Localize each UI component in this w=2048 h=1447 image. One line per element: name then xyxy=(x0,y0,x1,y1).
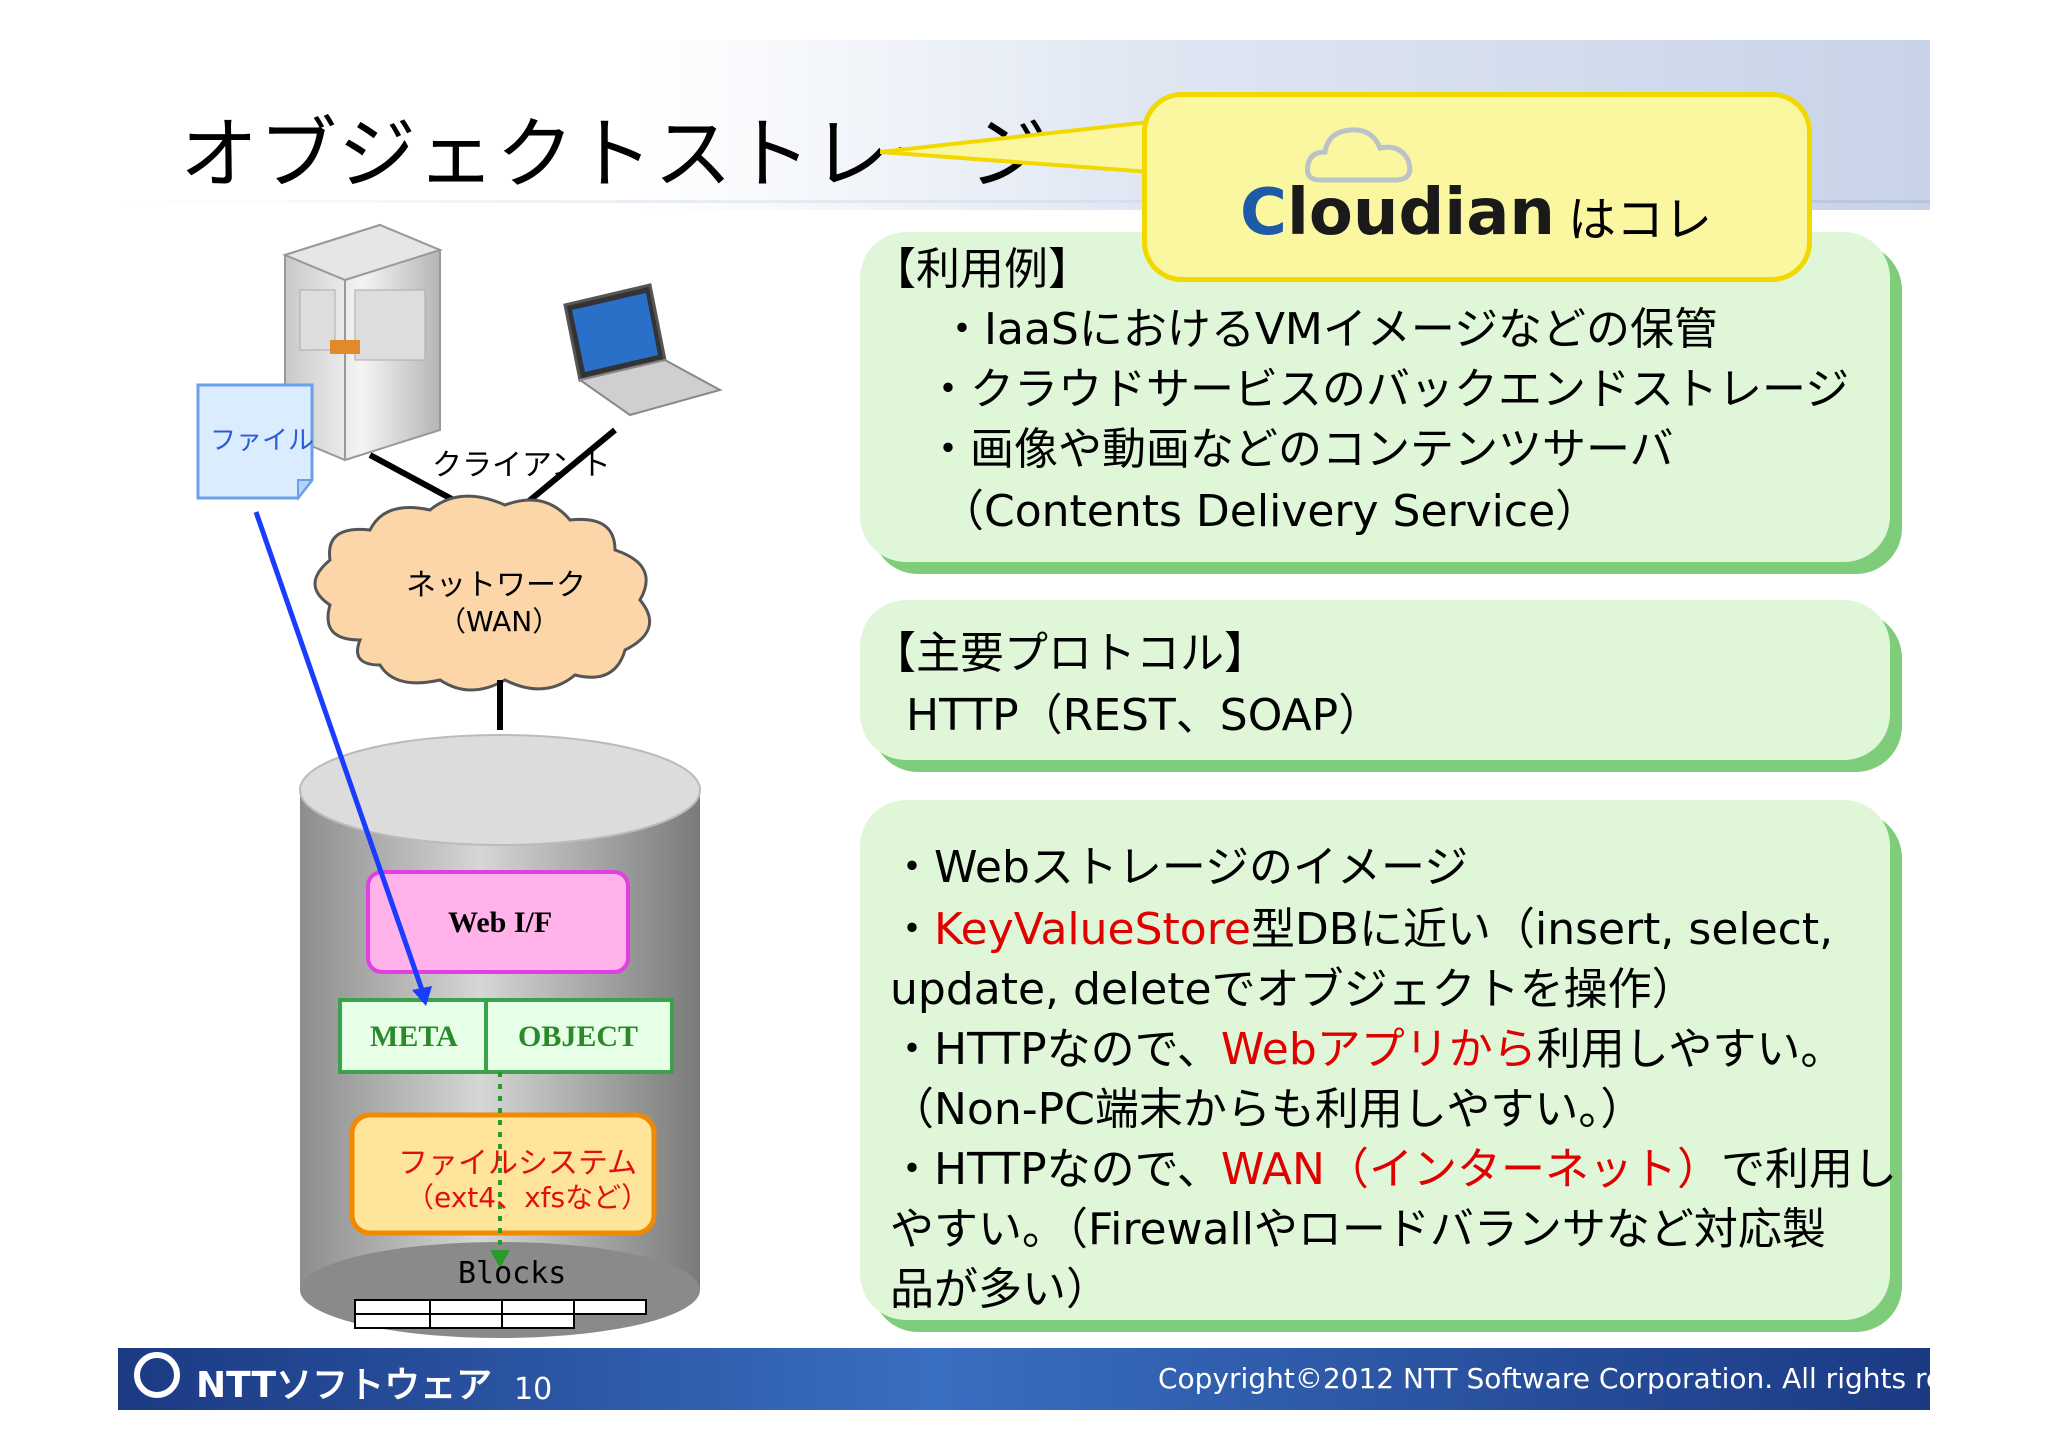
file-icon xyxy=(196,383,315,501)
cloudian-suffix: はコレ xyxy=(1568,192,1713,248)
feature-highlight: WAN（インターネット） xyxy=(1220,1144,1721,1195)
network-label: ネットワーク xyxy=(406,568,586,603)
network-sub-label: （WAN） xyxy=(438,605,561,638)
use-cases-panel xyxy=(860,232,1890,562)
cloudian-logo-c: C xyxy=(1240,176,1287,250)
feature-line-rest: 型DBに近い（insert, select, xyxy=(1250,904,1834,955)
filesystem-label: ファイルシステム xyxy=(398,1146,638,1181)
feature-highlight: KeyValueStore xyxy=(934,904,1251,955)
cloud-icon xyxy=(1305,127,1413,183)
use-case-item: ・クラウドサービスのバックエンドストレージ xyxy=(926,364,1850,415)
feature-line: ・HTTPなので、WAN（インターネット）で利用し xyxy=(890,1140,1897,1200)
feature-line-rest: 利用しやすい。 xyxy=(1536,1024,1845,1075)
feature-line-bullet: ・ xyxy=(890,904,934,955)
feature-line-rest: で利用し xyxy=(1720,1144,1897,1195)
client-label: クライアント xyxy=(432,448,611,483)
page-number: 10 xyxy=(514,1372,553,1407)
web-if-box xyxy=(366,870,630,974)
features-panel xyxy=(860,800,1890,1320)
use-case-item: ・画像や動画などのコンテンツサーバ xyxy=(926,424,1674,475)
header-rule xyxy=(118,200,1930,203)
use-case-item: ・IaaSにおけるVMイメージなどの保管 xyxy=(940,304,1719,355)
footer-bar xyxy=(118,1348,1930,1410)
laptop-icon xyxy=(563,283,723,417)
feature-line: ・KeyValueStore型DBに近い（insert, select, xyxy=(890,900,1833,960)
protocols-body: HTTP（REST、SOAP） xyxy=(906,690,1383,741)
storage-diagram xyxy=(196,223,723,1338)
callout-pointer xyxy=(880,119,1152,175)
data-flow-arrowhead xyxy=(490,1250,510,1268)
blocks-grid xyxy=(354,1299,647,1329)
feature-line: ・Webストレージのイメージ xyxy=(890,842,1469,893)
feature-line-prefix: ・HTTPなので、 xyxy=(890,1144,1221,1195)
filesystem-box xyxy=(349,1112,657,1236)
cloudian-logo: Cloudian xyxy=(1240,176,1555,250)
web-if-label: Web I/F xyxy=(448,906,553,939)
use-cases-heading: 【利用例】 xyxy=(872,244,1092,295)
filesystem-sub-label: （ext4、xfsなど） xyxy=(406,1181,650,1214)
footer-brand: NTTソフトウェア xyxy=(196,1365,493,1406)
object-box xyxy=(484,998,674,1074)
file-upload-arrowhead xyxy=(412,986,432,1006)
file-upload-arrow xyxy=(253,511,425,991)
use-case-item: （Contents Delivery Service） xyxy=(940,486,1600,537)
meta-label: META xyxy=(370,1020,458,1053)
feature-line: update, deleteでオブジェクトを操作） xyxy=(890,964,1696,1015)
feature-line: 品が多い） xyxy=(890,1264,1110,1315)
feature-line: やすい。（Firewallやロードバランサなど対応製 xyxy=(890,1204,1826,1255)
server-icon xyxy=(282,223,443,462)
protocols-panel xyxy=(860,600,1890,760)
feature-line-prefix: ・HTTPなので、 xyxy=(890,1024,1221,1075)
blocks-label: Blocks xyxy=(458,1256,567,1291)
protocols-heading: 【主要プロトコル】 xyxy=(872,628,1268,679)
network-cloud xyxy=(313,494,651,692)
object-label: OBJECT xyxy=(518,1020,639,1053)
feature-line: ・HTTPなので、Webアプリから利用しやすい。 xyxy=(890,1020,1844,1080)
cloudian-logo-rest: loudian xyxy=(1286,176,1555,250)
feature-highlight: Webアプリから xyxy=(1220,1024,1537,1075)
footer-copyright: Copyright©2012 NTT Software Corporation.… xyxy=(1158,1362,2047,1395)
feature-line: （Non-PC端末からも利用しやすい。） xyxy=(890,1084,1645,1135)
file-label: ファイル xyxy=(210,426,315,456)
ntt-logo-icon xyxy=(134,1352,180,1398)
cloudian-callout xyxy=(1142,92,1812,282)
